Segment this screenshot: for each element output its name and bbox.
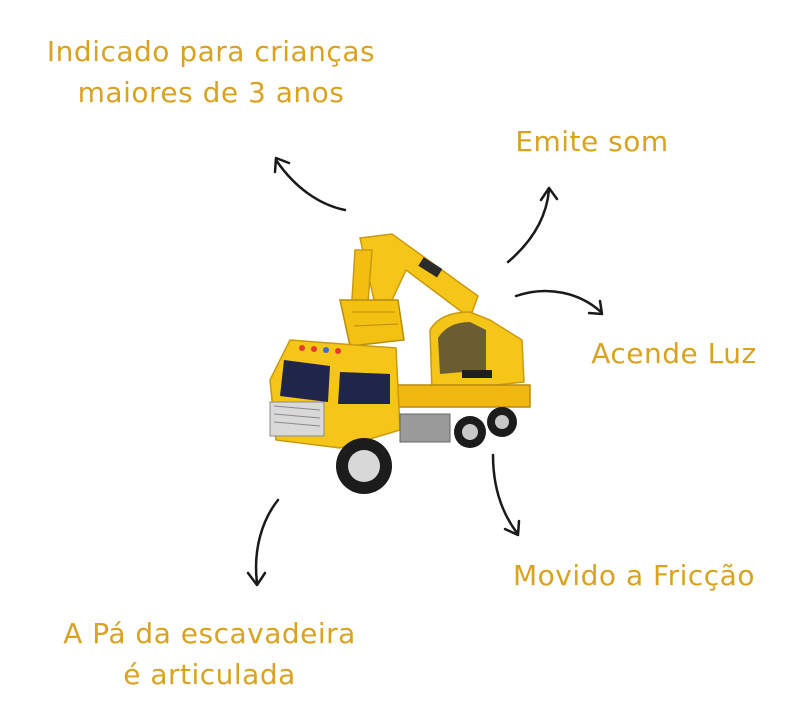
feature-label-friction-text: Movido a Fricção (513, 559, 755, 592)
arrow-to-light (514, 289, 604, 316)
feature-label-age-line2: maiores de 3 anos (77, 75, 345, 109)
truck-cab (269, 339, 451, 449)
feature-label-light: Acende Luz (588, 334, 760, 375)
excavator-cabin (429, 311, 525, 393)
feature-label-age-line1: Indicado para crianças (46, 35, 376, 68)
truck-bed (394, 384, 531, 408)
feature-label-shovel-line2: é articulada (123, 657, 296, 691)
feature-label-shovel-line1: A Pá da escavadeira (63, 617, 356, 650)
truck-wheels (336, 407, 517, 494)
arrow-to-shovel (246, 498, 280, 587)
excavator-bucket (339, 299, 405, 347)
feature-label-age: Indicado para crianças maiores de 3 anos (40, 32, 382, 113)
feature-label-light-text: Acende Luz (591, 337, 757, 370)
feature-label-sound: Emite som (512, 122, 672, 163)
arrow-to-sound (506, 186, 559, 264)
feature-label-sound-text: Emite som (515, 125, 669, 158)
feature-label-shovel: A Pá da escavadeira é articulada (62, 614, 357, 695)
arrow-to-friction (491, 453, 521, 537)
feature-label-friction: Movido a Fricção (505, 556, 763, 597)
arrow-to-age (273, 156, 347, 212)
